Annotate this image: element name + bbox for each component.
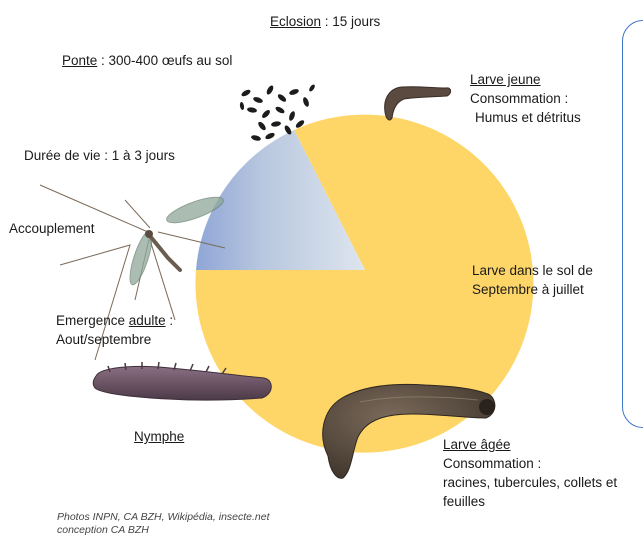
- pupa-label: Nymphe: [134, 428, 184, 445]
- young-larva-image: [385, 87, 451, 120]
- ponte-value: : 300-400 œufs au sol: [97, 53, 232, 68]
- old-larva-title: Larve âgée: [443, 436, 511, 453]
- old-larva-food-line2: feuilles: [443, 493, 485, 510]
- young-larva-consumption: Consommation :: [470, 90, 568, 107]
- eclosion-value: : 15 jours: [321, 14, 380, 29]
- old-larva-food-line1: racines, tubercules, collets et: [443, 474, 617, 491]
- emergence-date: Aout/septembre: [56, 331, 151, 348]
- mating-label: Accouplement: [9, 220, 95, 237]
- ponte-term: Ponte: [62, 53, 97, 68]
- emergence-label: Emergence adulte :: [56, 312, 173, 329]
- larva-soil-line1: Larve dans le sol de: [472, 262, 593, 279]
- young-larva-title: Larve jeune: [470, 71, 541, 88]
- photo-credits: Photos INPN, CA BZH, Wikipédia, insecte.…: [57, 511, 270, 523]
- old-larva-consumption: Consommation :: [443, 455, 541, 472]
- ponte-label: Ponte : 300-400 œufs au sol: [62, 52, 232, 69]
- larva-soil-line2: Septembre à juillet: [472, 281, 584, 298]
- lifespan-label: Durée de vie : 1 à 3 jours: [24, 147, 175, 164]
- young-larva-food: Humus et détritus: [475, 109, 581, 126]
- emergence-term: adulte: [129, 313, 166, 328]
- info-box: [622, 20, 643, 428]
- eclosion-term: Eclosion: [270, 14, 321, 29]
- emergence-prefix: Emergence: [56, 313, 129, 328]
- eclosion-label: Eclosion : 15 jours: [270, 13, 380, 30]
- emergence-suffix: :: [166, 313, 174, 328]
- design-credit: conception CA BZH: [57, 524, 149, 536]
